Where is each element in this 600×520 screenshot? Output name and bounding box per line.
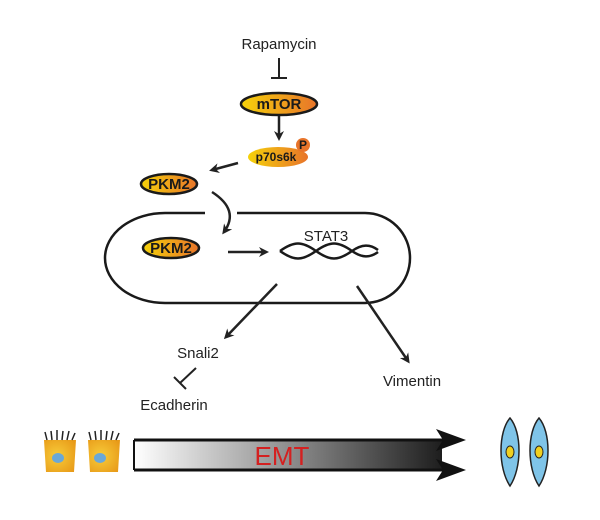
epithelial-cell-icon [44,430,120,472]
emt-transition-bar: EMT [133,429,466,481]
mtor-label: mTOR [257,96,302,113]
phospho-label: P [299,138,307,152]
rapamycin-inhibition [271,58,287,79]
emt-label: EMT [255,441,310,471]
snail2-label: Snali2 [177,345,219,362]
pkm2-nucleus-node: PKM2 [141,236,201,260]
pkm2-cytoplasm-node: PKM2 [139,172,199,196]
pkm2-translocation-arrow [211,190,233,235]
mesenchymal-cell-icon [500,416,549,488]
pkm2-cytoplasm-label: PKM2 [148,176,190,193]
ecadherin-label: Ecadherin [140,397,208,414]
p70s6k-to-pkm2-arrow [209,161,239,174]
p70s6k-node: P p70s6k [248,138,310,167]
pkm2-nucleus-label: PKM2 [150,240,192,257]
stat3-label: STAT3 [304,228,348,245]
p70s6k-label: p70s6k [256,150,297,164]
snail2-inhibition [173,367,197,390]
stat3-to-vimentin-arrow [355,285,410,364]
vimentin-label: Vimentin [383,373,441,390]
nucleus-outline [103,211,412,305]
rapamycin-label: Rapamycin [241,36,316,53]
mtor-node: mTOR [239,91,319,117]
stat3-to-snail2-arrow [223,283,278,340]
dna-helix-icon [279,242,379,260]
